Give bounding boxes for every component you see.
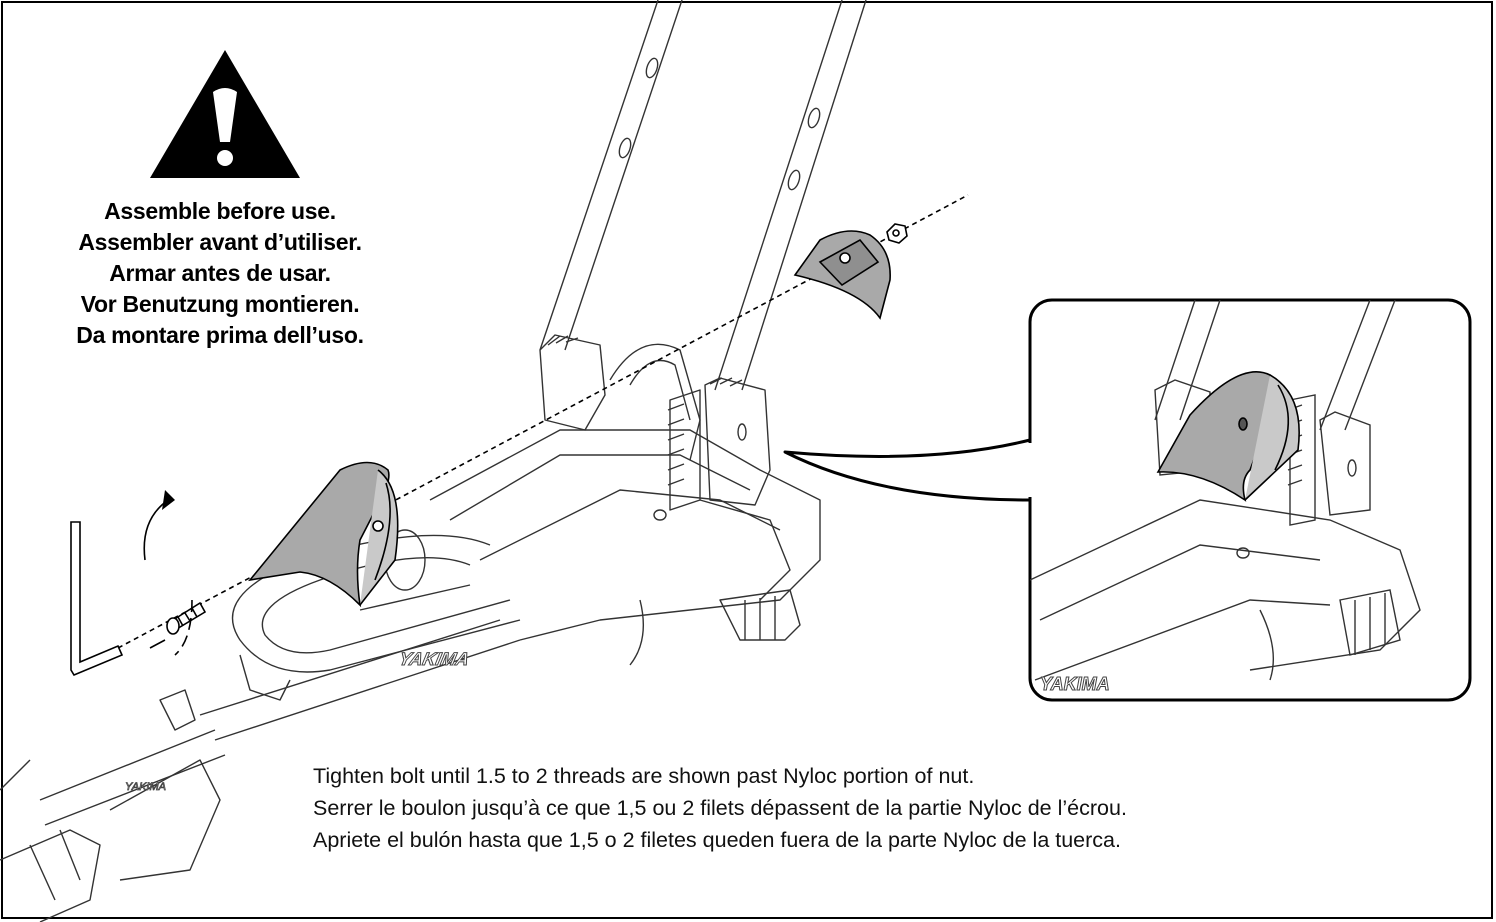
bolt-part	[166, 601, 207, 635]
instruction-line-en: Tighten bolt until 1.5 to 2 threads are …	[313, 764, 975, 788]
tighten-rotation-arrow-icon	[143, 490, 193, 656]
instruction-line-fr: Serrer le boulon jusqu’à ce que 1,5 ou 2…	[313, 796, 1127, 820]
brand-mark-crossbar: YAKIMA	[125, 781, 166, 793]
detail-callout: YAKIMA	[783, 298, 1472, 702]
warning-triangle-icon	[150, 50, 300, 178]
warning-line-fr: Assembler avant d’utiliser.	[78, 229, 362, 255]
warning-line-de: Vor Benutzung montieren.	[80, 291, 360, 317]
instruction-text-block: Tighten bolt until 1.5 to 2 threads are …	[313, 760, 1127, 856]
nyloc-nut-part	[886, 223, 908, 244]
bike-rack-drawing	[0, 0, 867, 922]
wheel-pad-part	[248, 461, 399, 608]
brand-mark-main: YAKIMA	[397, 649, 471, 669]
warning-line-es: Armar antes de usar.	[109, 260, 331, 286]
warning-text-block: Assemble before use. Assembler avant d’u…	[20, 196, 420, 351]
brand-mark-callout: YAKIMA	[1040, 674, 1110, 694]
end-cap-part	[793, 230, 891, 320]
warning-line-it: Da montare prima dell’uso.	[76, 322, 364, 348]
allen-key-tool	[70, 521, 124, 677]
warning-line-en: Assemble before use.	[104, 198, 336, 224]
instruction-line-es: Apriete el bulón hasta que 1,5 o 2 filet…	[313, 828, 1121, 852]
